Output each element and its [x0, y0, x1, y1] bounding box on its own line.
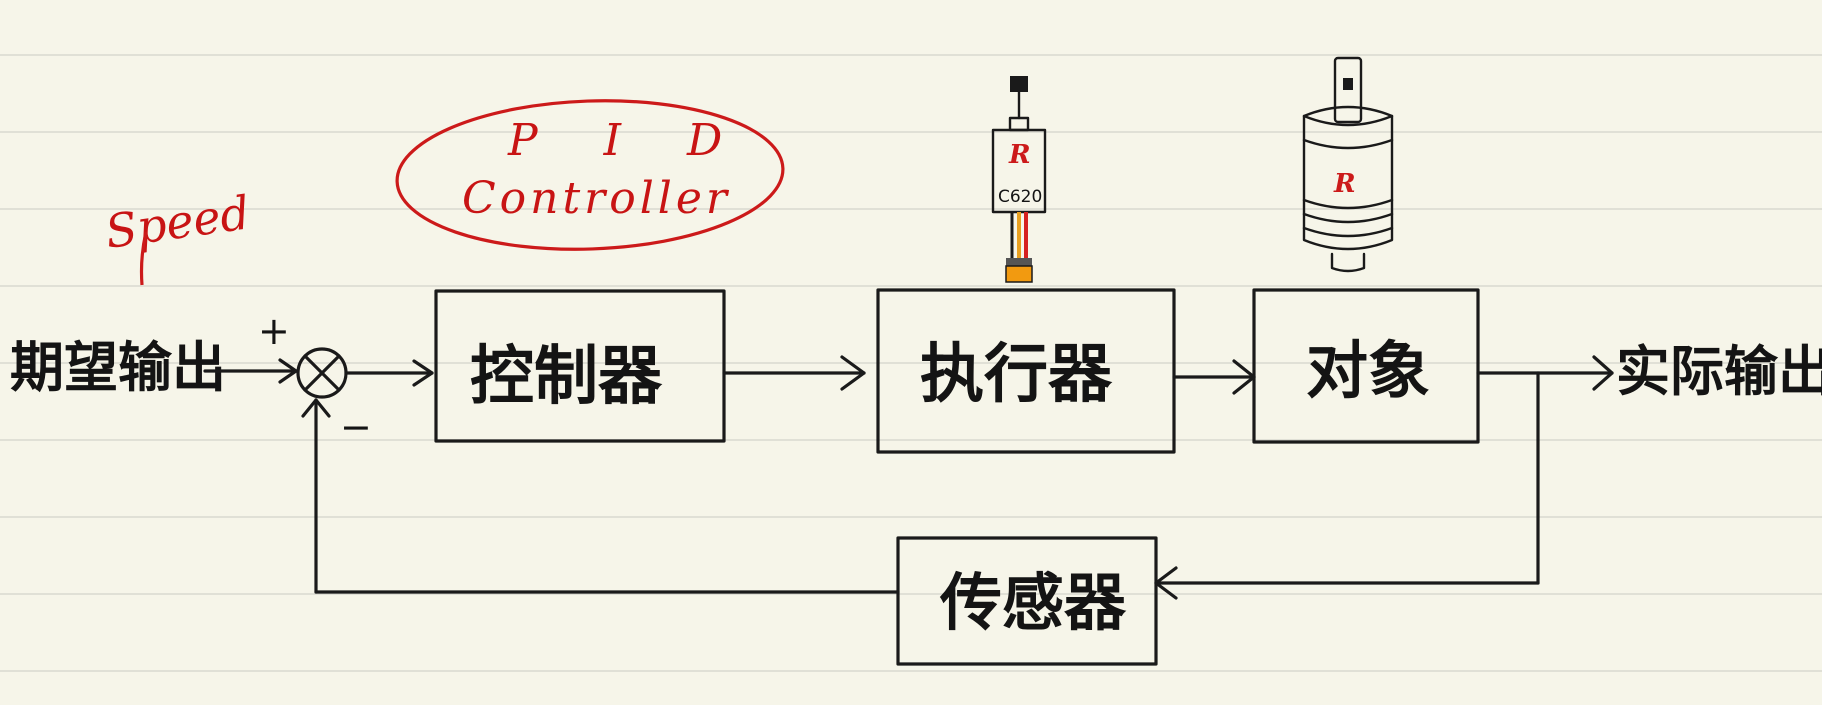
plus-sign: + — [258, 309, 290, 353]
desired-output-label: 期望输出 — [10, 335, 226, 399]
pid-controller-ellipse — [395, 99, 785, 251]
summing-junction — [296, 347, 348, 399]
controller-block — [434, 289, 726, 443]
plant-label: 对象 — [1306, 334, 1430, 407]
pid-label-line2: Controller — [462, 173, 731, 224]
actuator-to-plant-arrow — [1172, 359, 1256, 395]
esc-model-label: C620 — [998, 187, 1042, 207]
sensor-block — [896, 536, 1158, 666]
output-arrow — [1476, 355, 1614, 391]
plant-block — [1252, 288, 1480, 444]
ruled-lines — [0, 54, 1822, 672]
junction-to-controller-arrow — [344, 359, 434, 387]
actuator-block — [876, 288, 1176, 454]
minus-sign: − — [340, 405, 372, 449]
feedback-to-junction-arrow — [301, 398, 900, 594]
actual-output-label: 实际输出 — [1616, 339, 1822, 403]
speed-underline-stroke — [139, 231, 148, 286]
sensor-label: 传感器 — [939, 566, 1127, 639]
input-arrow — [203, 358, 298, 384]
actuator-label: 执行器 — [920, 337, 1113, 412]
controller-label: 控制器 — [470, 339, 663, 414]
motor-logo: R — [1333, 169, 1356, 199]
esc-logo: R — [1008, 140, 1031, 170]
pid-label-line1: P I D — [507, 115, 748, 166]
motor-icon — [1302, 56, 1394, 273]
esc-c620-icon — [991, 76, 1047, 283]
speed-annotation: Speed — [102, 185, 253, 259]
controller-to-actuator-arrow — [722, 355, 866, 391]
